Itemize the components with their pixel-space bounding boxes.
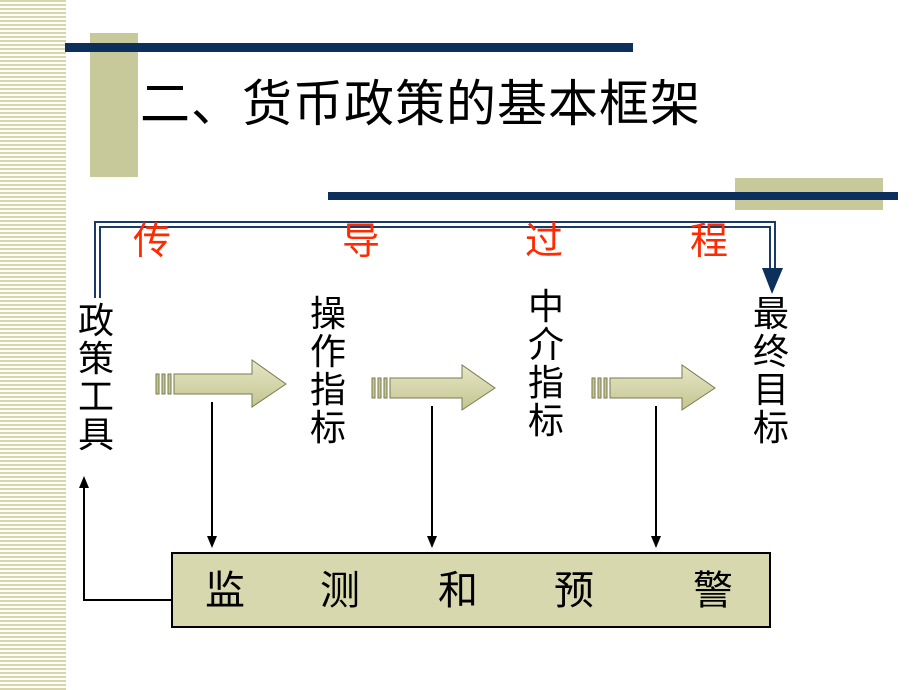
monitor-connector-2 [427, 406, 437, 548]
feedback-line [79, 476, 171, 601]
node-operating-target: 操作指标 [309, 294, 346, 449]
flow-arrow-2 [371, 364, 496, 411]
divider-rule [328, 192, 898, 200]
final-goal-arrowhead [762, 268, 783, 294]
monitor-char-yu: 预 [554, 568, 594, 614]
flow-label-dao: 导 [342, 219, 381, 263]
title-decor-block [90, 33, 138, 177]
flow-arrow-1 [155, 359, 287, 408]
decorative-stripe-band [0, 0, 66, 690]
flow-label-cheng: 程 [690, 219, 729, 263]
monitor-char-jing: 警 [693, 568, 733, 614]
monitor-char-ce: 测 [320, 568, 360, 614]
monitor-char-he: 和 [438, 568, 478, 614]
flow-arrow-3 [591, 364, 716, 411]
monitor-connector-1 [207, 402, 217, 548]
monitor-char-jian: 监 [205, 568, 245, 614]
transmission-process-line [94, 221, 776, 298]
node-final-goal: 最终目标 [752, 294, 789, 449]
flow-label-guo: 过 [525, 219, 564, 263]
node-policy-tools: 政策工具 [77, 301, 114, 456]
monitor-connector-3 [651, 406, 661, 548]
page-title: 二、货币政策的基本框架 [140, 75, 701, 133]
top-rule [65, 43, 633, 52]
monitor-and-warning-box [171, 552, 771, 628]
flow-label-chuan: 传 [133, 219, 172, 263]
node-intermediate-target: 中介指标 [527, 287, 564, 442]
